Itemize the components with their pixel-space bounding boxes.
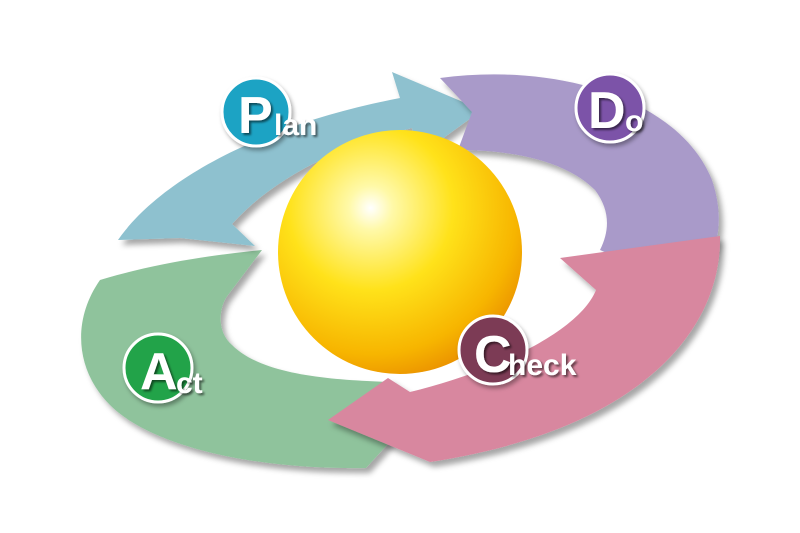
check-rest: heck	[508, 349, 577, 382]
check-label: C heck	[457, 314, 577, 386]
plan-label: P lan	[220, 76, 317, 148]
plan-arrow	[118, 72, 482, 246]
plan-rest: lan	[274, 109, 317, 142]
act-initial: A	[140, 343, 178, 401]
center-sphere	[278, 130, 522, 374]
act-arrow	[81, 250, 410, 469]
do-rest: o	[625, 105, 643, 138]
do-label: D o	[574, 72, 646, 144]
check-badge	[457, 314, 529, 386]
do-arrow	[440, 74, 719, 271]
do-initial: D	[588, 82, 626, 140]
check-arrow	[328, 236, 721, 462]
act-label: A ct	[122, 332, 203, 404]
do-badge	[574, 72, 646, 144]
act-badge	[122, 332, 194, 404]
plan-badge	[220, 76, 292, 148]
plan-initial: P	[238, 87, 273, 145]
check-initial: C	[474, 326, 512, 384]
act-rest: ct	[176, 367, 203, 400]
